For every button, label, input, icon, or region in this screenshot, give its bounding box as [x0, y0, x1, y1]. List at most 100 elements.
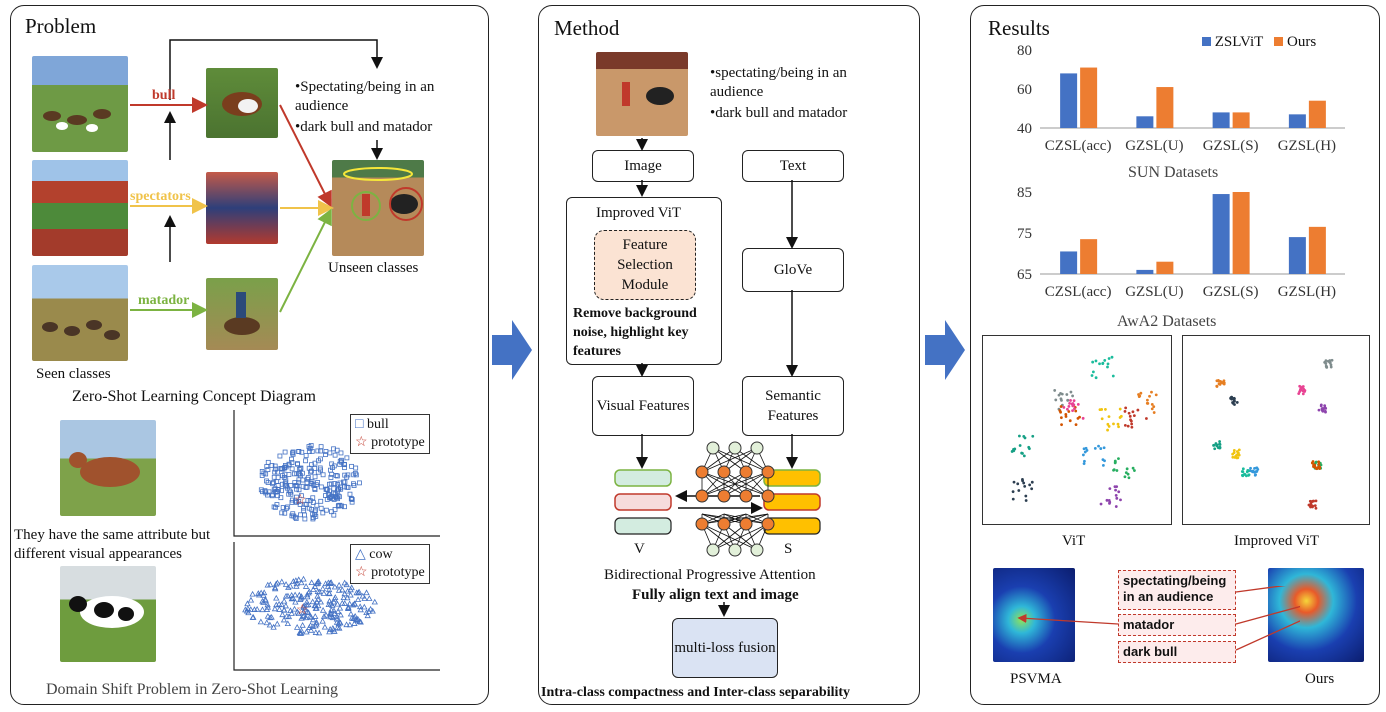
- improved-vit-tsne-plot: [1182, 335, 1370, 525]
- scatter-point: [329, 602, 336, 608]
- scatter-point: [259, 606, 266, 613]
- scatter-point: [327, 580, 334, 586]
- tsne-point: [1107, 415, 1111, 419]
- tsne-point: [1314, 506, 1318, 510]
- category-label: GZSL(S): [1203, 284, 1259, 300]
- scatter-point: [264, 612, 272, 619]
- scatter-point: [279, 488, 284, 494]
- tsne-point: [1323, 409, 1327, 413]
- scatter-point: [338, 450, 344, 456]
- tsne-point: [1132, 414, 1136, 418]
- scatter-point: [244, 605, 252, 611]
- scatter-point: [303, 453, 309, 458]
- tsne-point: [1247, 473, 1251, 477]
- scatter-point: [359, 592, 366, 599]
- y-tick-label: 40: [1017, 121, 1032, 137]
- scatter-point: [270, 492, 276, 498]
- scatter-point: [265, 467, 271, 473]
- scatter-point: [351, 600, 359, 607]
- nn-node: [739, 489, 753, 503]
- scatter-point: [300, 602, 307, 609]
- scatter-point: [312, 622, 319, 629]
- tsne-point: [1255, 466, 1259, 470]
- tsne-point: [1074, 409, 1078, 413]
- tsne-point: [1113, 461, 1117, 465]
- scatter-point: [271, 480, 276, 485]
- nn-node: [728, 543, 742, 557]
- tsne-point: [1127, 411, 1131, 415]
- scatter-point: [309, 468, 314, 474]
- tsne-point: [1139, 391, 1143, 395]
- scatter-point: [287, 607, 294, 614]
- scatter-point: [297, 501, 303, 507]
- tsne-point: [1314, 499, 1318, 503]
- image-box: Image: [592, 150, 694, 182]
- scatter-point: [294, 608, 301, 615]
- nn-node: [695, 489, 709, 503]
- scatter-point: [367, 605, 374, 612]
- scatter-point: [295, 461, 300, 467]
- category-label: CZSL(acc): [1045, 138, 1112, 154]
- nn-edge: [712, 523, 747, 551]
- nn-node: [717, 517, 731, 531]
- tsne-point: [1136, 408, 1140, 412]
- scatter-point: [364, 612, 371, 619]
- scatter-point: [302, 516, 308, 522]
- tsne-point: [1126, 472, 1130, 476]
- nn-edge: [701, 513, 769, 525]
- tsne-point: [1107, 424, 1111, 428]
- nn-node: [695, 517, 709, 531]
- nn-node: [706, 441, 720, 455]
- scatter-point: [310, 495, 316, 501]
- nn-node: [750, 543, 764, 557]
- scatter-point: [319, 585, 326, 592]
- scatter-point: [282, 581, 290, 587]
- improved-vit-caption: Improved ViT: [1234, 533, 1320, 549]
- scatter-point: [336, 618, 343, 625]
- scatter-point: [297, 630, 304, 636]
- scatter-point: [289, 456, 294, 462]
- tsne-point: [1249, 466, 1252, 470]
- scatter-point: [304, 593, 311, 600]
- scatter-point: [283, 483, 288, 489]
- scatter-point: [295, 576, 302, 583]
- tsne-point: [1069, 399, 1072, 402]
- flow-arrow-method-results: [925, 320, 965, 380]
- tsne-point: [1317, 462, 1321, 466]
- tsne-point: [1059, 416, 1063, 420]
- tsne-point: [1072, 399, 1076, 403]
- scatter-point: [277, 453, 283, 459]
- tsne-point: [1022, 454, 1026, 458]
- scatter-point: [335, 493, 341, 499]
- scatter-point: [294, 471, 300, 476]
- tsne-point: [1064, 413, 1068, 416]
- scatter-point: [300, 575, 307, 582]
- scatter-point: [253, 605, 261, 612]
- category-label: GZSL(U): [1125, 284, 1183, 300]
- scatter-point: [294, 486, 299, 492]
- legend-zslvit: ZSLViT: [1202, 34, 1263, 50]
- scatter-point: [305, 589, 312, 596]
- tsne-point: [1129, 419, 1133, 423]
- tsne-point: [1317, 465, 1320, 469]
- tsne-point: [1330, 358, 1334, 362]
- scatter-point: [296, 499, 302, 504]
- tsne-point: [1126, 424, 1130, 428]
- scatter-point: [271, 585, 279, 592]
- scatter-point: [309, 598, 316, 605]
- scatter-point: [282, 602, 290, 609]
- tsne-point: [1128, 414, 1132, 418]
- tsne-point: [1065, 393, 1069, 396]
- scatter-point: [323, 507, 329, 513]
- tsne-point: [1059, 391, 1062, 395]
- scatter-point: [257, 589, 265, 596]
- scatter-point: [269, 463, 275, 468]
- nn-node: [750, 441, 764, 455]
- tsne-point: [1069, 390, 1073, 394]
- scatter-point: [331, 446, 336, 452]
- tsne-point: [1067, 404, 1071, 408]
- tsne-point: [1021, 477, 1024, 481]
- scatter-point: [245, 609, 252, 616]
- scatter-point: [342, 462, 347, 467]
- scatter-point: [244, 600, 251, 607]
